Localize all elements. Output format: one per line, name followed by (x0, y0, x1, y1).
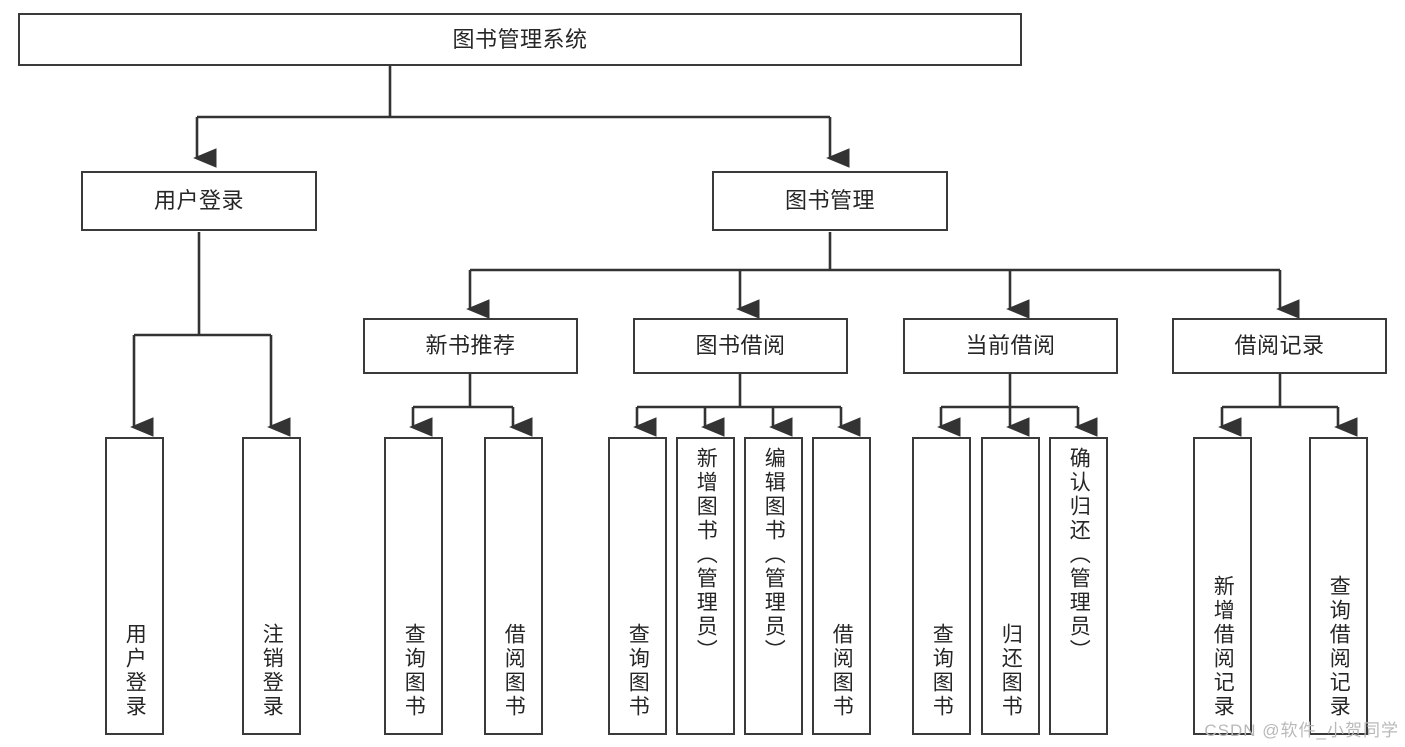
leaf-query-record[interactable]: 查询借阅记录 (1309, 437, 1368, 735)
leaf-query-book-2[interactable]: 查询图书 (608, 437, 667, 735)
leaf-add-record-label: 新增借阅记录 (1211, 575, 1235, 719)
leaf-borrow-book-2[interactable]: 借阅图书 (812, 437, 871, 735)
leaf-query-record-label: 查询借阅记录 (1327, 575, 1351, 719)
node-user-login-label: 用户登录 (153, 188, 244, 214)
node-borrow-record-label: 借阅记录 (1234, 333, 1325, 359)
leaf-user-login[interactable]: 用户登录 (105, 437, 164, 735)
leaf-query-book-1[interactable]: 查询图书 (384, 437, 443, 735)
node-current-borrow[interactable]: 当前借阅 (903, 318, 1118, 374)
node-new-book-recommend[interactable]: 新书推荐 (363, 318, 578, 374)
leaf-edit-book-label: 编辑图书（管理员） (762, 447, 786, 663)
leaf-confirm-return[interactable]: 确认归还（管理员） (1049, 437, 1108, 735)
leaf-return-book[interactable]: 归还图书 (981, 437, 1040, 735)
node-book-management-label: 图书管理 (784, 188, 875, 214)
leaf-return-book-label: 归还图书 (999, 623, 1023, 719)
node-book-borrow[interactable]: 图书借阅 (633, 318, 848, 374)
leaf-add-book-label: 新增图书（管理员） (694, 447, 718, 663)
node-root-label: 图书管理系统 (452, 26, 588, 52)
node-book-management[interactable]: 图书管理 (712, 171, 948, 231)
leaf-borrow-book-1-label: 借阅图书 (502, 623, 526, 719)
node-user-login[interactable]: 用户登录 (81, 171, 317, 231)
node-borrow-record[interactable]: 借阅记录 (1172, 318, 1387, 374)
leaf-query-book-3[interactable]: 查询图书 (912, 437, 971, 735)
node-book-borrow-label: 图书借阅 (695, 333, 786, 359)
watermark: CSDN @软件_小贺同学 (1204, 721, 1399, 740)
node-current-borrow-label: 当前借阅 (965, 333, 1056, 359)
leaf-query-book-3-label: 查询图书 (930, 623, 954, 719)
leaf-logout-label: 注销登录 (260, 623, 284, 719)
leaf-edit-book[interactable]: 编辑图书（管理员） (744, 437, 803, 735)
leaf-logout[interactable]: 注销登录 (242, 437, 301, 735)
leaf-confirm-return-label: 确认归还（管理员） (1067, 447, 1091, 663)
node-new-book-recommend-label: 新书推荐 (425, 333, 516, 359)
leaf-add-book[interactable]: 新增图书（管理员） (676, 437, 735, 735)
node-root[interactable]: 图书管理系统 (18, 13, 1022, 66)
leaf-borrow-book-2-label: 借阅图书 (830, 623, 854, 719)
leaf-query-book-2-label: 查询图书 (626, 623, 650, 719)
leaf-query-book-1-label: 查询图书 (402, 623, 426, 719)
leaf-user-login-label: 用户登录 (123, 623, 147, 719)
leaf-add-record[interactable]: 新增借阅记录 (1193, 437, 1252, 735)
leaf-borrow-book-1[interactable]: 借阅图书 (484, 437, 543, 735)
